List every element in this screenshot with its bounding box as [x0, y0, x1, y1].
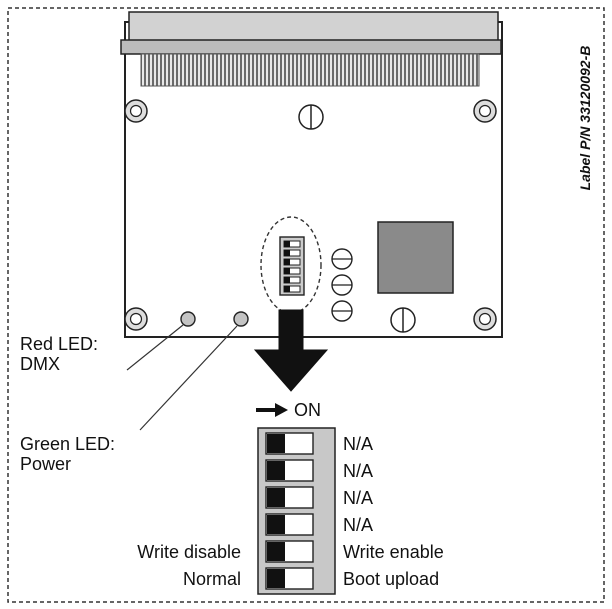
green-led-title: Green LED:: [20, 434, 116, 454]
ic-chip: [377, 221, 454, 294]
on-label: ON: [294, 400, 321, 420]
red-led-label: Red LED: DMX: [20, 334, 98, 374]
switch-5-right-label: Write enable: [343, 542, 444, 562]
polarized-capacitor: [390, 307, 416, 333]
component-circle: [331, 248, 353, 270]
switch-slot: [265, 513, 314, 536]
edge-connector: [128, 11, 499, 43]
switch-2-right-label: N/A: [343, 461, 374, 481]
switch-1-right-label: N/A: [343, 434, 374, 454]
green-led-function: Power: [20, 454, 72, 474]
switch-slot: [265, 459, 314, 482]
red-led-function: DMX: [20, 354, 60, 374]
dip-switch-detail: [257, 427, 336, 595]
mounting-hole: [124, 307, 148, 331]
green-led-leader: [139, 325, 238, 431]
switch-slot: [265, 567, 314, 590]
polarized-capacitor: [298, 104, 324, 130]
switch-slot: [265, 432, 314, 455]
on-arrow-icon: [256, 403, 288, 417]
mounting-hole: [473, 307, 497, 331]
red-led: [180, 311, 196, 327]
switch-3-right-label: N/A: [343, 488, 374, 508]
mounting-hole: [124, 99, 148, 123]
board-dip-switch: [260, 216, 322, 314]
green-led: [233, 311, 249, 327]
mounting-hole: [473, 99, 497, 123]
circuit-board: [120, 11, 503, 338]
zoom-arrow-icon: [253, 309, 329, 392]
red-led-leader: [126, 324, 184, 371]
switch-4-right-label: N/A: [343, 515, 374, 535]
red-led-title: Red LED:: [20, 334, 99, 354]
switch-slot: [265, 486, 314, 509]
label-part-number: Label P/N 33120092-B: [577, 45, 593, 191]
switch-6-right-label: Boot upload: [343, 569, 440, 589]
connector-pins: [140, 53, 480, 87]
component-circle: [331, 274, 353, 296]
green-led-label: Green LED: Power: [20, 434, 115, 474]
switch-5-left-label: Write disable: [137, 542, 241, 562]
switch-slot: [265, 540, 314, 563]
dashed-border: [7, 7, 605, 603]
component-circle: [331, 300, 353, 322]
switch-6-left-label: Normal: [182, 569, 241, 589]
